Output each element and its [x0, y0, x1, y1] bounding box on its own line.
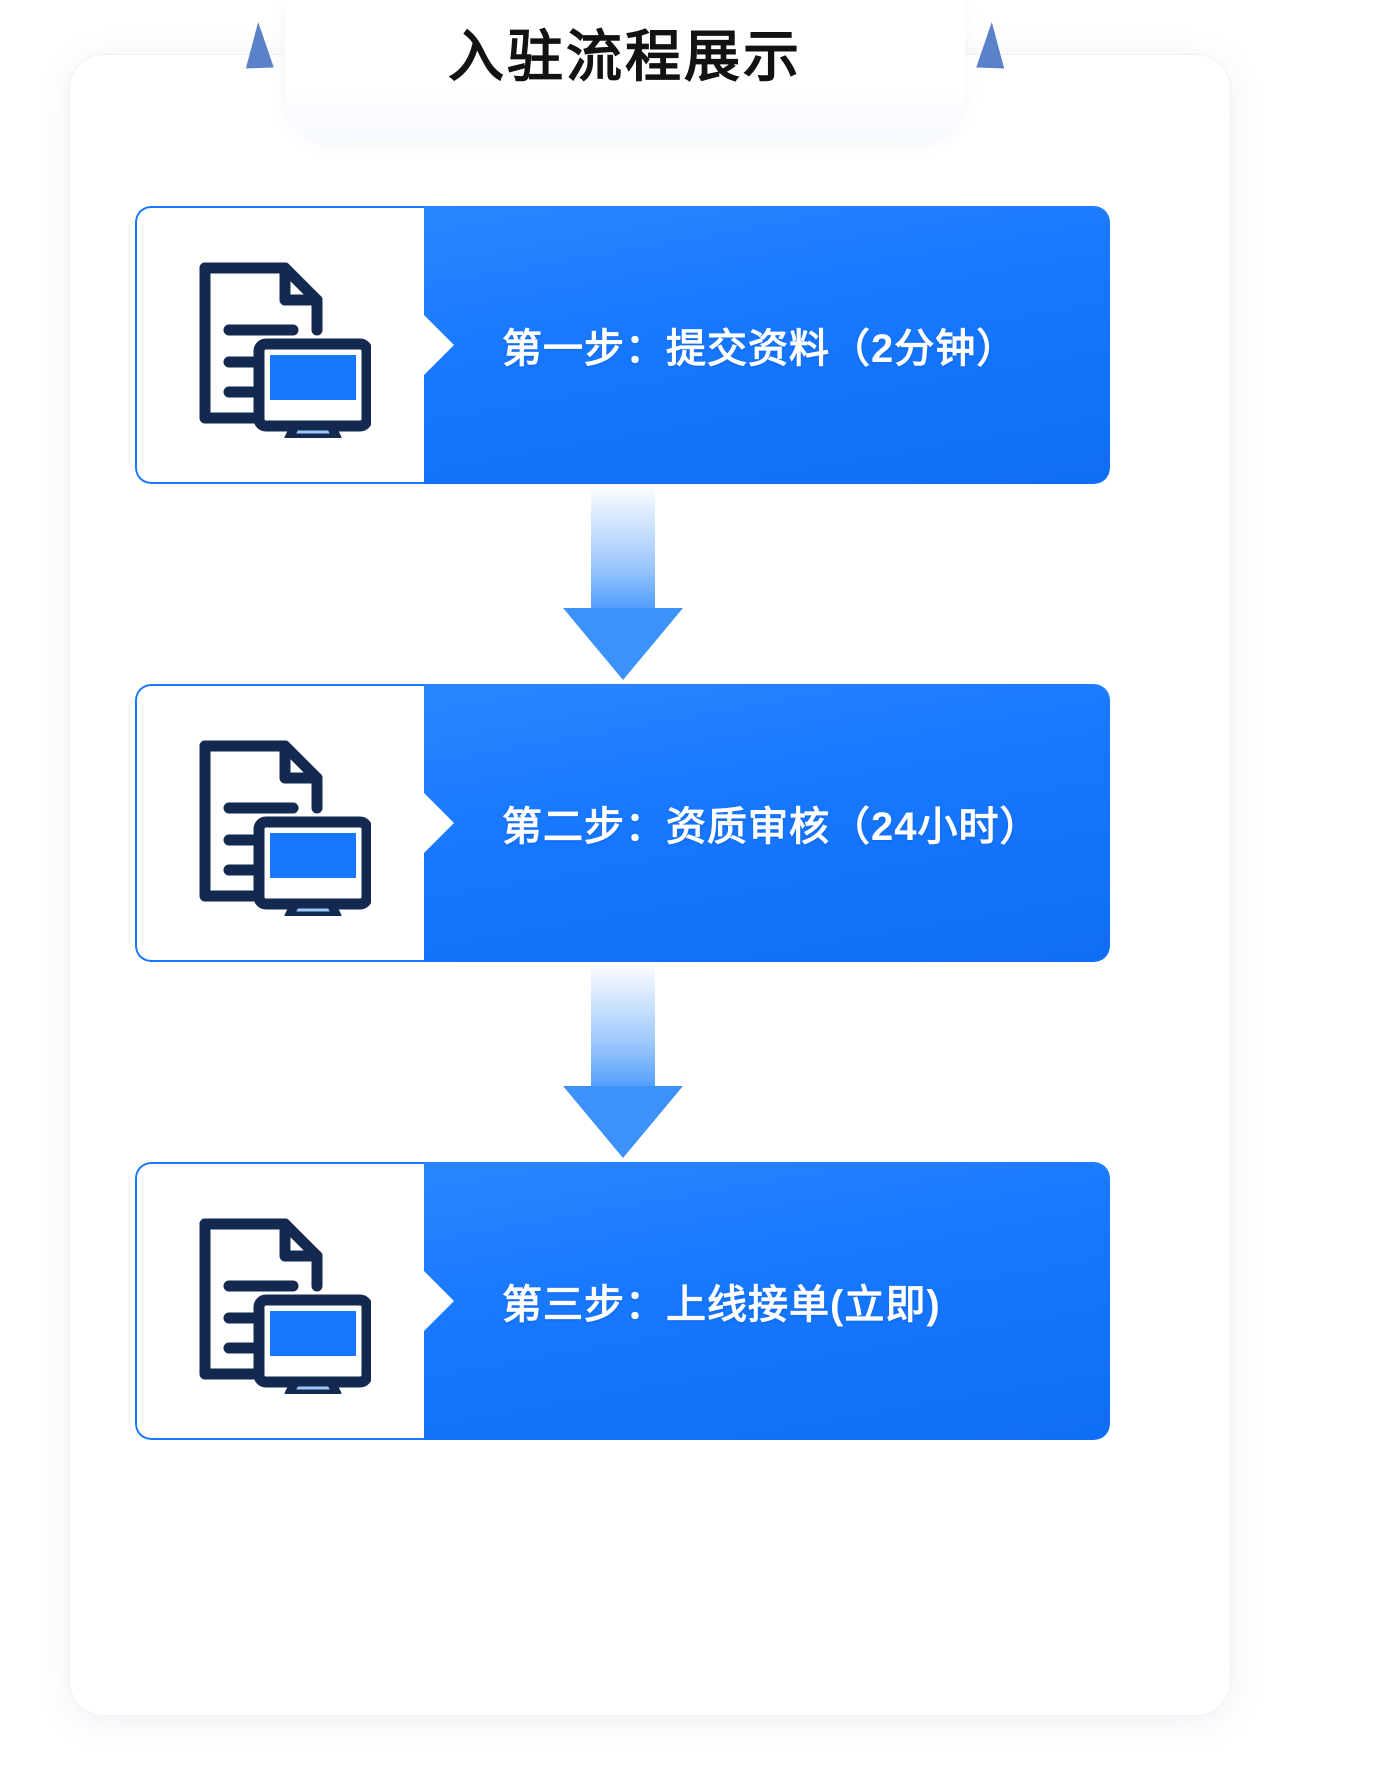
step-label: 第一步：提交资料（2分钟）	[502, 327, 1018, 371]
step-connector	[135, 962, 1110, 1162]
step-label-pane: 第一步：提交资料（2分钟）	[424, 206, 1110, 484]
step-icon-pane	[135, 1162, 424, 1440]
page-title: 入驻流程展示	[448, 25, 802, 88]
arrow-down-head-icon	[562, 1086, 683, 1158]
ribbon-left-icon	[244, 21, 274, 69]
step-row[interactable]: 第三步：上线接单(立即)	[135, 1162, 1110, 1440]
ribbon-right-icon	[976, 21, 1006, 69]
step-label: 第二步：资质审核（24小时）	[502, 805, 1041, 849]
arrow-down-head-icon	[562, 608, 683, 680]
header-banner: 入驻流程展示	[244, 0, 1006, 148]
arrow-down-icon	[590, 488, 655, 612]
step-label-pane: 第二步：资质审核（24小时）	[424, 684, 1110, 962]
chevron-right-icon	[424, 1271, 454, 1331]
chevron-right-icon	[424, 315, 454, 375]
step-row[interactable]: 第一步：提交资料（2分钟）	[135, 206, 1110, 484]
banner-plate: 入驻流程展示	[285, 0, 965, 140]
step-label: 第三步：上线接单(立即)	[502, 1283, 941, 1327]
document-monitor-icon	[191, 1208, 371, 1394]
step-connector	[135, 484, 1110, 684]
chevron-right-icon	[424, 793, 454, 853]
arrow-down-icon	[590, 966, 655, 1090]
step-row[interactable]: 第二步：资质审核（24小时）	[135, 684, 1110, 962]
steps-list: 第一步：提交资料（2分钟）	[135, 206, 1110, 1440]
document-monitor-icon	[191, 730, 371, 916]
document-monitor-icon	[191, 252, 371, 438]
step-icon-pane	[135, 206, 424, 484]
step-icon-pane	[135, 684, 424, 962]
step-label-pane: 第三步：上线接单(立即)	[424, 1162, 1110, 1440]
